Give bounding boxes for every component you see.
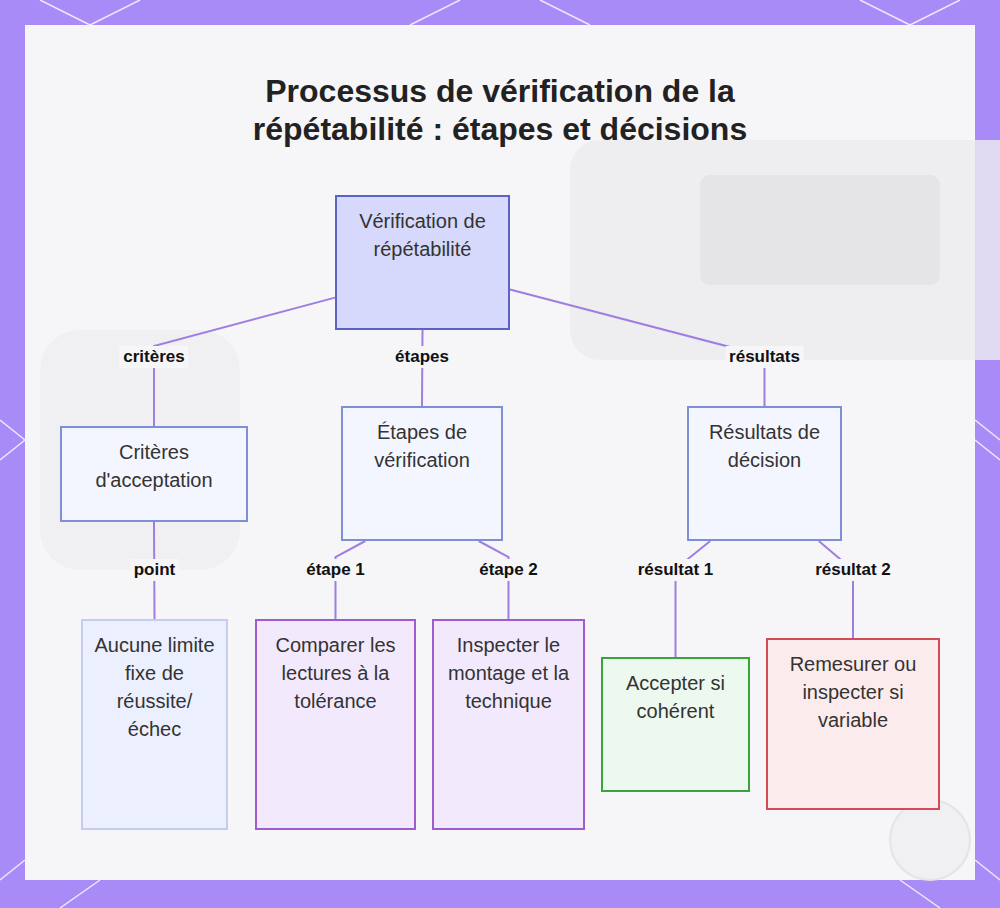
root-box: Vérification de répétabilité (335, 195, 510, 330)
node-label: Comparer les lectures à la tolérance (267, 631, 404, 715)
diagram-title: Processus de vérification de la répétabi… (200, 72, 800, 148)
connector-line (819, 541, 853, 638)
retry-box: Remesurer ou inspecter si variable (766, 638, 940, 810)
edge-label: point (130, 559, 180, 581)
category-box: Étapes de vérification (341, 406, 503, 541)
edge-label: résultat 2 (811, 559, 895, 581)
category-box: Résultats de décision (687, 406, 842, 541)
node-label: Vérification de répétabilité (347, 207, 498, 263)
node-label: Inspecter le montage et la technique (444, 631, 573, 715)
accept-box: Accepter si cohérent (601, 657, 750, 792)
node-label: Remesurer ou inspecter si variable (778, 650, 928, 734)
edge-label: étape 2 (475, 559, 542, 581)
step-box: Inspecter le montage et la technique (432, 619, 585, 830)
node-label: Résultats de décision (699, 418, 830, 474)
node-label: Critères d'acceptation (72, 438, 236, 494)
node-label: Accepter si cohérent (613, 669, 738, 725)
edge-label: étape 1 (302, 559, 369, 581)
step-box: Comparer les lectures à la tolérance (255, 619, 416, 830)
edge-label: étapes (391, 346, 453, 368)
node-label: Aucune limite fixe de réussite/ échec (93, 631, 216, 743)
edge-label: résultats (725, 346, 804, 368)
category-box: Critères d'acceptation (60, 426, 248, 522)
edge-label: critères (119, 346, 188, 368)
node-label: Étapes de vérification (353, 418, 491, 474)
connector-line (421, 330, 424, 406)
edge-label: résultat 1 (634, 559, 718, 581)
criterion-box: Aucune limite fixe de réussite/ échec (81, 619, 228, 830)
